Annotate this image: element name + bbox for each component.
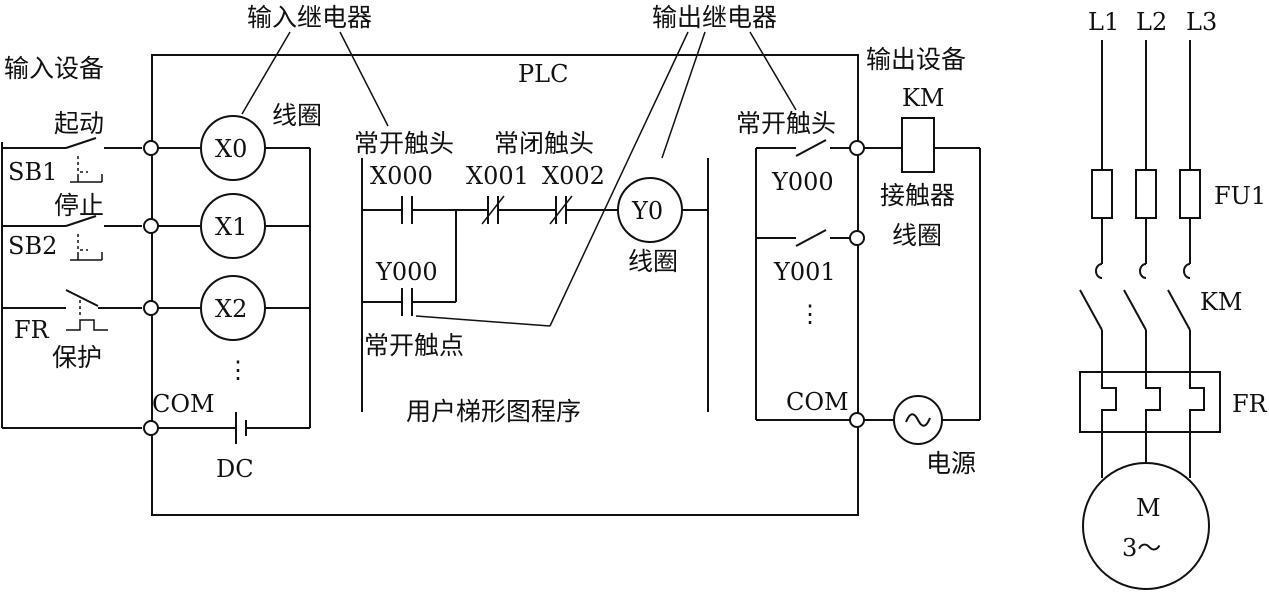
input-terminal-x0	[143, 140, 159, 156]
output-com-label: COM	[786, 388, 849, 416]
motor: M 3～	[1082, 462, 1210, 590]
contact-x000	[401, 196, 413, 224]
fr-main-label: FR	[1232, 390, 1268, 418]
coil-y0-label: Y0	[631, 197, 663, 225]
phase-l2-label: L2	[1136, 8, 1167, 36]
output-terminal-y000	[849, 140, 865, 156]
coil-x2-label: X2	[215, 295, 247, 323]
coil-y0: Y0	[617, 177, 683, 243]
stop-label: 停止	[54, 191, 104, 220]
output-contact-y001	[795, 229, 827, 247]
pointer-output-coil	[661, 31, 706, 159]
sb1-switch	[2, 137, 142, 183]
contact-x000-label: X000	[370, 162, 433, 190]
sb2-switch	[2, 215, 142, 261]
output-terminal-y001	[849, 230, 865, 246]
km-label: KM	[902, 84, 945, 112]
power-label: 电源	[926, 449, 976, 478]
sb2-label: SB2	[8, 232, 57, 260]
contact-y000	[401, 288, 413, 316]
plc-title: PLC	[518, 60, 568, 88]
input-com-label: COM	[152, 390, 215, 418]
pointer-input-relay-contact	[339, 31, 389, 127]
fuse-fu1	[1091, 169, 1201, 219]
coil-x0: X0	[200, 115, 266, 181]
pointer-output-seal-tail	[415, 315, 551, 327]
pointer-output-contact	[749, 31, 797, 111]
coil-x1-label: X1	[215, 213, 247, 241]
contact-x002-label: X002	[542, 162, 605, 190]
dc-label: DC	[216, 455, 254, 483]
nc-contact-label: 常闭触头	[494, 129, 594, 158]
output-relay-label: 输出继电器	[652, 3, 777, 32]
input-coil-label: 线圈	[272, 101, 322, 130]
km-main-label: KM	[1200, 288, 1243, 316]
output-terminal-com	[849, 412, 865, 428]
contact-x001-label: X001	[466, 162, 529, 190]
plc-box	[151, 54, 859, 516]
pointer-input-relay-coil	[241, 31, 291, 115]
fr-thermal-element	[1079, 371, 1221, 433]
input-terminal-com	[143, 420, 159, 436]
coil-x1: X1	[200, 193, 266, 259]
no-contact-label: 常开触头	[354, 129, 454, 158]
input-terminal-x2	[143, 300, 159, 316]
protect-label: 保护	[52, 343, 102, 372]
fr-label: FR	[14, 316, 50, 344]
input-device-label: 输入设备	[4, 54, 104, 83]
motor-type-label: 3～	[1122, 534, 1161, 562]
seal-in-label: Y000	[375, 258, 438, 286]
output-y001-label: Y001	[773, 258, 836, 286]
input-relay-label: 输入继电器	[247, 3, 372, 32]
km-main-contacts	[1079, 263, 1191, 331]
no-point-label: 常开触点	[364, 331, 464, 360]
contactor-label: 接触器	[880, 181, 955, 210]
pointer-output-seal	[549, 31, 689, 327]
phase-lines	[1101, 40, 1191, 170]
fuse-label: FU1	[1214, 182, 1266, 210]
phase-l3-label: L3	[1186, 8, 1217, 36]
km-coil	[901, 117, 935, 173]
output-dots: ⋮	[798, 300, 822, 328]
program-label: 用户梯形图程序	[406, 397, 581, 426]
output-y000-label: Y000	[771, 168, 834, 196]
fr-contact	[2, 289, 142, 331]
coil-x0-label: X0	[215, 135, 247, 163]
ac-source	[893, 395, 943, 445]
coil-x2: X2	[200, 275, 266, 341]
input-dots: ⋮	[226, 356, 250, 384]
ladder-coil-label: 线圈	[628, 247, 678, 276]
contactor-coil-label: 线圈	[892, 221, 942, 250]
sb1-label: SB1	[8, 158, 57, 186]
output-device-label: 输出设备	[866, 45, 966, 74]
phase-l1-label: L1	[1088, 8, 1119, 36]
input-terminal-x1	[143, 218, 159, 234]
start-label: 起动	[54, 109, 104, 138]
motor-label: M	[1136, 494, 1161, 522]
output-no-contact-label: 常开触头	[736, 109, 836, 138]
output-contact-y000	[795, 139, 827, 157]
